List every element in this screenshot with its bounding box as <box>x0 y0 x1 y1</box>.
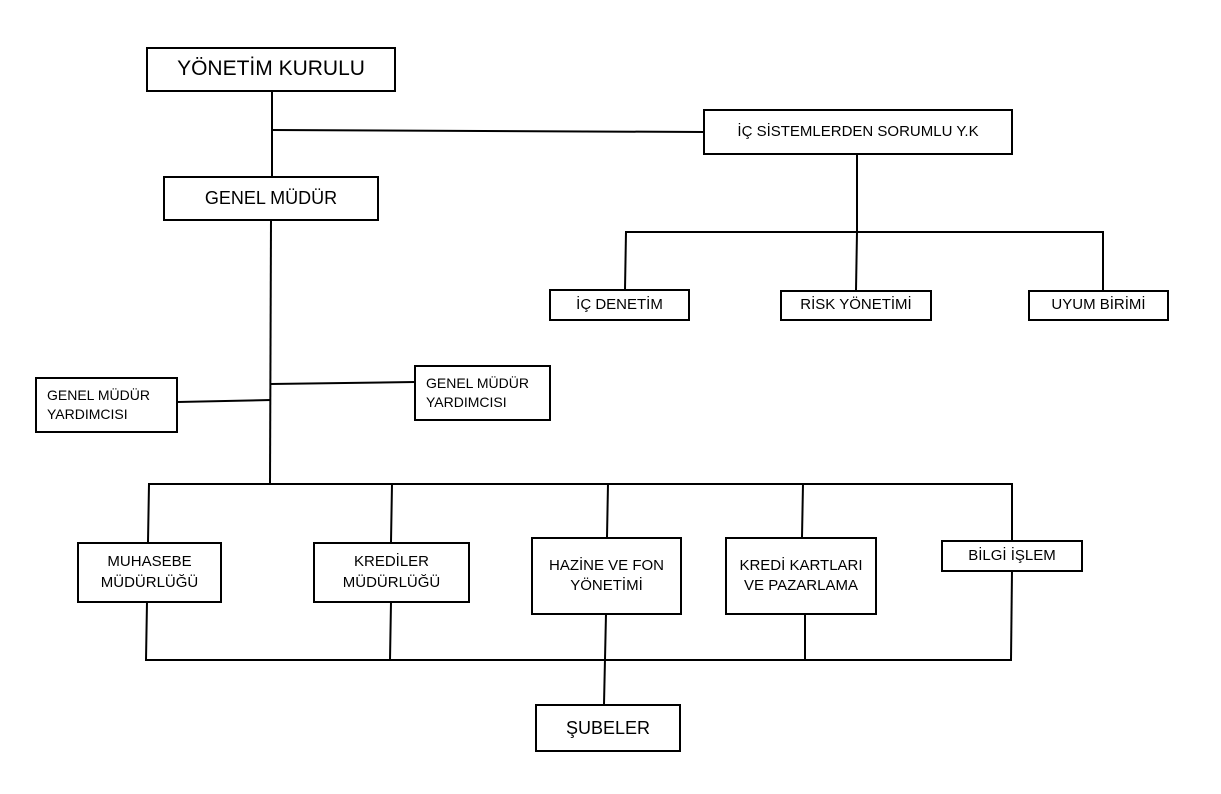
node-general-manager-label: GENEL MÜDÜR <box>204 188 338 209</box>
node-risk-management-label: RİSK YÖNETİMİ <box>800 296 912 314</box>
node-board-label: YÖNETİM KURULU <box>177 57 365 81</box>
node-it: BİLGİ İŞLEM <box>941 540 1083 572</box>
node-loans-label: KREDİLER MÜDÜRLÜĞÜ <box>342 553 441 591</box>
node-general-manager: GENEL MÜDÜR <box>163 176 379 221</box>
connector-risk-management <box>854 230 859 292</box>
connector-accounting-bottom <box>144 600 149 662</box>
node-risk-management: RİSK YÖNETİMİ <box>780 290 932 321</box>
node-it-label: BİLGİ İŞLEM <box>968 546 1056 564</box>
node-internal-systems-label: İÇ SİSTEMLERDEN SORUMLU Y.K <box>737 122 979 140</box>
connector-deputy-left <box>176 398 272 404</box>
connector-treasury-branches <box>602 612 608 706</box>
connector-treasury-top <box>605 482 610 539</box>
connector-credit-cards-top <box>800 482 805 539</box>
node-credit-cards: KREDİ KARTLARI VE PAZARLAMA <box>725 537 877 615</box>
node-branches-label: ŞUBELER <box>565 717 651 738</box>
node-internal-systems: İÇ SİSTEMLERDEN SORUMLU Y.K <box>703 109 1013 155</box>
connector-deputy-right <box>269 380 416 386</box>
connector-accounting-top <box>146 482 151 544</box>
node-deputy-gm-left-label: GENEL MÜDÜR YARDIMCISI <box>47 387 150 422</box>
node-compliance-label: UYUM BİRİMİ <box>1051 296 1146 314</box>
node-deputy-gm-left: GENEL MÜDÜR YARDIMCISI <box>35 377 178 433</box>
node-accounting: MUHASEBE MÜDÜRLÜĞÜ <box>77 542 222 603</box>
node-board: YÖNETİM KURULU <box>146 47 396 92</box>
connector-board-internal-systems <box>270 128 705 134</box>
node-deputy-gm-right: GENEL MÜDÜR YARDIMCISI <box>414 365 551 421</box>
node-internal-audit: İÇ DENETİM <box>549 289 690 321</box>
node-treasury: HAZİNE VE FON YÖNETİMİ <box>531 537 682 615</box>
node-branches: ŞUBELER <box>535 704 681 752</box>
connector-loans-bottom <box>388 600 393 662</box>
node-accounting-label: MUHASEBE MÜDÜRLÜĞÜ <box>100 553 199 591</box>
connector-it-bottom <box>1009 569 1014 662</box>
connector-internal-audit <box>623 230 628 291</box>
node-loans: KREDİLER MÜDÜRLÜĞÜ <box>313 542 470 603</box>
node-deputy-gm-right-label: GENEL MÜDÜR YARDIMCISI <box>426 375 529 410</box>
node-credit-cards-label: KREDİ KARTLARI VE PAZARLAMA <box>739 556 863 594</box>
connector-gm-trunk <box>268 218 273 486</box>
connector-loans-top <box>389 482 394 544</box>
node-treasury-label: HAZİNE VE FON YÖNETİMİ <box>548 556 664 594</box>
node-internal-audit-label: İÇ DENETİM <box>576 295 663 313</box>
node-compliance: UYUM BİRİMİ <box>1028 290 1169 321</box>
